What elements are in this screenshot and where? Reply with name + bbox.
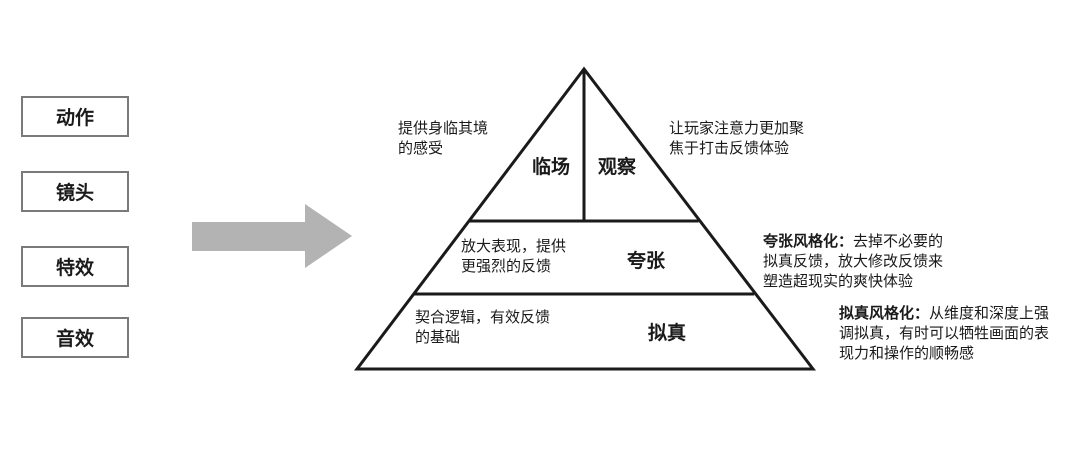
pyramid-outline xyxy=(353,66,817,371)
top-right-title: 观察 xyxy=(598,156,637,178)
top-left-desc: 提供身临其境 的感受 xyxy=(398,119,489,157)
box-sound: 音效 xyxy=(21,317,129,358)
bottom-desc: 契合逻辑，有效反馈 的基础 xyxy=(415,308,551,346)
middle-desc: 放大表现，提供 更强烈的反馈 xyxy=(461,237,567,275)
box-action: 动作 xyxy=(21,96,129,137)
bottom-title: 拟真 xyxy=(648,322,687,344)
box-effects: 特效 xyxy=(21,246,129,287)
note-exaggeration: 夸张风格化：去掉不必要的 拟真反馈，放大修改反馈来 塑造超现实的爽快体验 xyxy=(763,232,944,290)
box-camera: 镜头 xyxy=(21,171,129,212)
note-exaggeration-heading: 夸张风格化： xyxy=(763,232,854,250)
middle-title: 夸张 xyxy=(627,250,666,272)
note-realism-heading: 拟真风格化： xyxy=(839,304,930,322)
top-left-title: 临场 xyxy=(532,156,571,178)
top-right-desc: 让玩家注意力更加聚 焦于打击反馈体验 xyxy=(669,119,805,157)
right-arrow-icon xyxy=(192,204,352,268)
note-realism: 拟真风格化：从维度和深度上强 调拟真，有时可以牺牲画面的表 现力和操作的顺畅感 xyxy=(839,304,1050,362)
